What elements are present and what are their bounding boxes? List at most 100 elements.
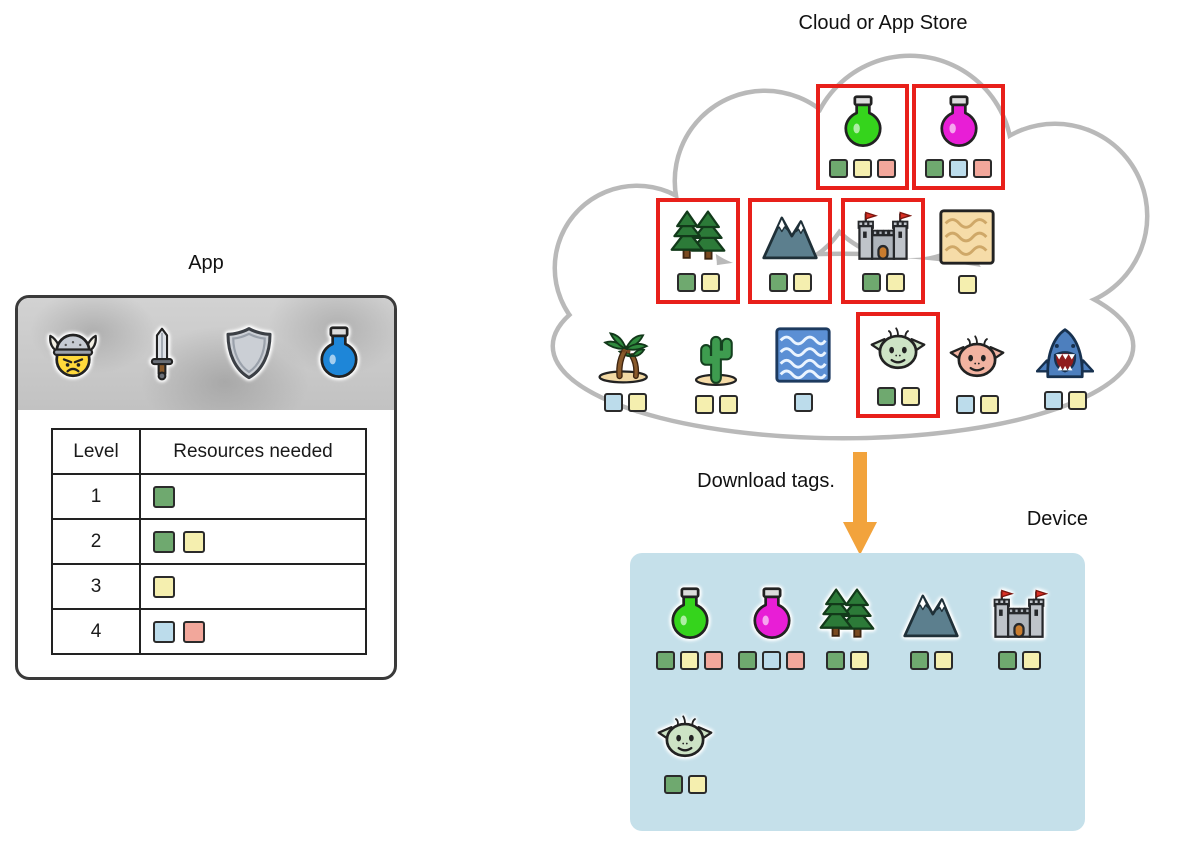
tag-row bbox=[825, 651, 869, 670]
tag-pink bbox=[183, 620, 205, 643]
cloud-title: Cloud or App Store bbox=[798, 12, 968, 34]
resources-column-header: Resources needed bbox=[139, 428, 367, 475]
green-goblin-asset bbox=[856, 312, 940, 418]
table-row: 4 bbox=[51, 608, 367, 655]
level-cell: 4 bbox=[51, 608, 141, 655]
shield-icon bbox=[221, 326, 277, 382]
tag-row bbox=[663, 775, 707, 794]
mountain-asset bbox=[902, 586, 960, 670]
tag-row bbox=[861, 273, 905, 292]
tag-yellow bbox=[718, 395, 738, 414]
tag-row bbox=[909, 651, 953, 670]
green-potion-icon bbox=[661, 586, 719, 644]
tag-blue bbox=[1043, 391, 1063, 410]
tag-blue bbox=[153, 620, 175, 643]
device-title: Device bbox=[1026, 508, 1088, 530]
palm-trees-asset bbox=[596, 328, 654, 412]
tag-green bbox=[676, 273, 696, 292]
tag-green bbox=[663, 775, 683, 794]
tag-row bbox=[738, 651, 805, 670]
tag-yellow bbox=[933, 651, 953, 670]
tag-yellow bbox=[153, 575, 175, 598]
magenta-potion-icon bbox=[930, 94, 988, 152]
tag-green bbox=[153, 530, 175, 553]
castle-asset bbox=[990, 586, 1048, 670]
tag-green bbox=[656, 651, 675, 670]
tag-blue bbox=[949, 159, 968, 178]
tag-row bbox=[829, 159, 896, 178]
level-cell: 2 bbox=[51, 518, 141, 565]
tag-green bbox=[909, 651, 929, 670]
tag-green bbox=[829, 159, 848, 178]
mountain-asset bbox=[748, 198, 832, 304]
tag-green bbox=[861, 273, 881, 292]
tag-row bbox=[153, 575, 353, 598]
tag-yellow bbox=[900, 387, 920, 406]
tag-pink bbox=[704, 651, 723, 670]
tag-green bbox=[997, 651, 1017, 670]
app-header-band bbox=[18, 298, 394, 410]
tag-row bbox=[694, 395, 738, 414]
green-goblin-icon bbox=[869, 322, 927, 380]
tag-green bbox=[768, 273, 788, 292]
tag-row bbox=[1043, 391, 1087, 410]
tag-pink bbox=[973, 159, 992, 178]
pine-trees-asset bbox=[656, 198, 740, 304]
level-cell: 1 bbox=[51, 473, 141, 520]
tag-green bbox=[925, 159, 944, 178]
water-asset bbox=[772, 324, 834, 412]
magenta-potion-asset bbox=[912, 84, 1005, 190]
tag-blue bbox=[793, 393, 813, 412]
app-title: App bbox=[188, 252, 224, 274]
tag-yellow bbox=[979, 395, 999, 414]
green-potion-icon bbox=[834, 94, 892, 152]
pink-goblin-asset bbox=[948, 330, 1006, 414]
cactus-icon bbox=[687, 330, 745, 388]
mountain-icon bbox=[902, 586, 960, 644]
magenta-potion-icon bbox=[743, 586, 801, 644]
resources-cell bbox=[139, 518, 367, 565]
tag-blue bbox=[762, 651, 781, 670]
resources-cell bbox=[139, 608, 367, 655]
tag-yellow bbox=[1021, 651, 1041, 670]
tag-yellow bbox=[1067, 391, 1087, 410]
tag-yellow bbox=[853, 159, 872, 178]
sword-icon bbox=[135, 327, 189, 381]
resources-cell bbox=[139, 473, 367, 520]
mountain-icon bbox=[761, 208, 819, 266]
tag-green bbox=[738, 651, 757, 670]
tag-row bbox=[153, 620, 353, 643]
download-label: Download tags. bbox=[697, 470, 835, 492]
blue-potion-icon bbox=[310, 325, 368, 383]
shark-icon bbox=[1036, 326, 1094, 384]
pine-trees-icon bbox=[818, 586, 876, 644]
sand-icon bbox=[936, 206, 998, 268]
tag-yellow bbox=[627, 393, 647, 412]
green-potion-asset bbox=[816, 84, 909, 190]
palm-trees-icon bbox=[596, 328, 654, 386]
tag-yellow bbox=[694, 395, 714, 414]
water-icon bbox=[772, 324, 834, 386]
resources-cell bbox=[139, 563, 367, 610]
pine-trees-icon bbox=[669, 208, 727, 266]
tag-yellow bbox=[885, 273, 905, 292]
sand-asset bbox=[936, 206, 998, 294]
castle-asset bbox=[841, 198, 925, 304]
table-row: 1 bbox=[51, 473, 367, 520]
pink-goblin-icon bbox=[948, 330, 1006, 388]
tag-row bbox=[793, 393, 813, 412]
table-row: 2 bbox=[51, 518, 367, 565]
tag-yellow bbox=[792, 273, 812, 292]
tag-yellow bbox=[687, 775, 707, 794]
tag-yellow bbox=[183, 530, 205, 553]
tag-green bbox=[825, 651, 845, 670]
table-header-row: Level Resources needed bbox=[51, 428, 367, 475]
tag-yellow bbox=[957, 275, 977, 294]
tag-pink bbox=[877, 159, 896, 178]
tag-row bbox=[676, 273, 720, 292]
table-row: 3 bbox=[51, 563, 367, 610]
tag-yellow bbox=[849, 651, 869, 670]
tag-row bbox=[955, 395, 999, 414]
